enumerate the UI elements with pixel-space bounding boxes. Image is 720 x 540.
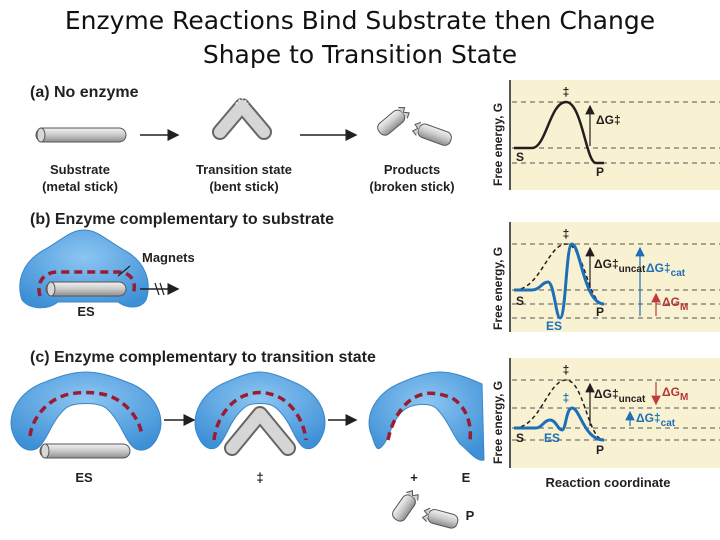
svg-text:ΔGM: ΔGM xyxy=(662,385,688,403)
graph-2-dgm-sub: M xyxy=(680,302,688,313)
panel-a-heading: (a) No enzyme xyxy=(30,84,139,101)
panel-a: (a) No enzyme Substrate (metal sti xyxy=(30,84,455,194)
p-label-c: P xyxy=(466,508,475,523)
products-broken-stick-c xyxy=(392,490,459,529)
panel-b: (b) Enzyme complementary to substrate Ma… xyxy=(19,211,334,319)
graph-2-p: P xyxy=(596,305,604,319)
svg-text:ΔG‡cat: ΔG‡cat xyxy=(646,261,686,279)
graph-2-dagger: ‡ xyxy=(563,227,570,241)
substrate-label: Substrate xyxy=(50,162,110,177)
transition-label: Transition state xyxy=(196,162,292,177)
energy-graph-1: Free energy, G ‡ ΔG‡ S P xyxy=(491,80,720,190)
graph-1-curve xyxy=(514,100,604,165)
graph-3-dg-uncat-sub: uncat xyxy=(619,394,646,405)
es-label-c: ES xyxy=(75,470,93,485)
svg-text:ΔGM: ΔGM xyxy=(662,295,688,313)
graph-3-bg xyxy=(510,358,720,468)
panel-c: (c) Enzyme complementary to transition s… xyxy=(10,349,485,529)
enzyme-c2 xyxy=(194,371,326,456)
graph-2-dg-uncat: ΔG‡ xyxy=(594,257,619,271)
graph-xlabel: Reaction coordinate xyxy=(546,475,671,490)
graph-2-bg xyxy=(510,222,720,332)
graph-2-s: S xyxy=(516,294,524,308)
enzyme-c1 xyxy=(10,371,162,459)
graph-3-dg-cat-sub: cat xyxy=(661,418,676,429)
title-line-2: Shape to Transition State xyxy=(202,40,518,69)
graph-3-dagger-cat: ‡ xyxy=(563,391,570,405)
substrate-sublabel: (metal stick) xyxy=(42,179,118,194)
plus-label: + xyxy=(410,470,418,485)
magnets-pointer xyxy=(117,265,131,277)
transition-bent-stick xyxy=(212,96,272,140)
e-label: E xyxy=(462,470,471,485)
svg-text:ΔG‡cat: ΔG‡cat xyxy=(636,411,676,429)
graph-1-p: P xyxy=(596,165,604,179)
graph-2-dgm: ΔG xyxy=(662,295,680,309)
graph-2-dg-cat: ΔG‡ xyxy=(646,261,671,275)
dagger-label-c: ‡ xyxy=(256,470,263,485)
energy-graph-3: Free energy, G ‡ ‡ ΔG‡uncat ΔGM ΔG‡cat S… xyxy=(491,358,720,490)
graph-3-dagger: ‡ xyxy=(563,363,570,377)
products-label: Products xyxy=(384,162,440,177)
blocked-marks xyxy=(154,282,165,296)
graph-3-ylabel: Free energy, G xyxy=(491,381,505,464)
products-sublabel: (broken stick) xyxy=(369,179,454,194)
graph-2-dg-cat-sub: cat xyxy=(671,268,686,279)
graph-3-es: ES xyxy=(544,431,560,445)
panel-b-heading: (b) Enzyme complementary to substrate xyxy=(30,211,334,228)
graph-3-dgm-sub: M xyxy=(680,392,688,403)
graph-1-bg xyxy=(510,80,720,190)
enzyme-c3 xyxy=(368,371,485,461)
svg-text:ΔG‡uncat: ΔG‡uncat xyxy=(594,257,646,275)
transition-sublabel: (bent stick) xyxy=(209,179,278,194)
slide-title: Enzyme Reactions Bind Substrate then Cha… xyxy=(0,4,720,72)
graph-2-es: ES xyxy=(546,319,562,333)
svg-text:ΔG‡uncat: ΔG‡uncat xyxy=(594,387,646,405)
graph-3-curve xyxy=(514,406,605,442)
graph-3-s: S xyxy=(516,431,524,445)
es-label-b: ES xyxy=(77,304,95,319)
panel-c-heading: (c) Enzyme complementary to transition s… xyxy=(30,349,376,366)
graph-2-curve xyxy=(514,242,605,320)
graph-3-dgm: ΔG xyxy=(662,385,680,399)
magnets-label: Magnets xyxy=(142,250,195,265)
graph-2-ylabel: Free energy, G xyxy=(491,247,505,330)
graph-2-dg-uncat-sub: uncat xyxy=(619,264,646,275)
graph-3-dg-uncat: ΔG‡ xyxy=(594,387,619,401)
enzyme-b xyxy=(19,229,149,309)
products-broken-stick xyxy=(377,106,452,146)
graph-1-ylabel: Free energy, G xyxy=(491,103,505,186)
graph-1-dagger: ‡ xyxy=(563,85,570,99)
graph-3-dg-cat: ΔG‡ xyxy=(636,411,661,425)
graph-1-s: S xyxy=(516,150,524,164)
substrate-stick xyxy=(35,127,127,143)
graph-1-dg: ΔG‡ xyxy=(596,113,621,127)
energy-graph-2: Free energy, G ‡ ΔG‡uncat ΔG‡cat ΔGM S E… xyxy=(491,222,720,333)
title-line-1: Enzyme Reactions Bind Substrate then Cha… xyxy=(64,6,656,35)
graph-3-p: P xyxy=(596,443,604,457)
